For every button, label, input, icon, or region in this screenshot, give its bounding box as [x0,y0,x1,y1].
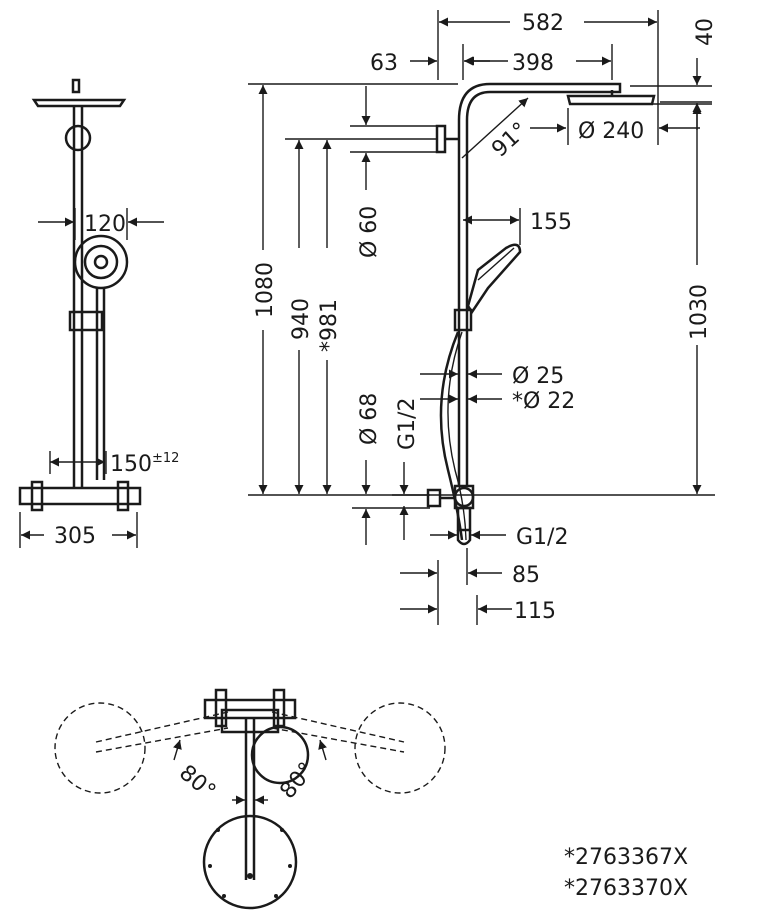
angle-80-left: 80° [174,760,220,804]
dimension-120: 120 [84,212,126,237]
dimension-dia-25: Ø 25 [512,364,564,389]
top-body [220,708,280,734]
side-view: 582 63 398 40 91° Ø 240 155 Ø [248,10,718,625]
angle-80-right: 80° [275,758,319,804]
dimension-155: 155 [530,210,572,235]
dimension-85: 85 [512,563,540,588]
dimension-981: *981 [317,299,342,352]
side-wall-connector [426,488,442,508]
front-hand-shower-outer [73,234,129,290]
top-head-nozzle [280,828,284,832]
note-article-1: *2763367X [564,845,688,870]
label-mask [508,46,576,74]
dimension-1080: 1080 [253,262,278,318]
front-thermostat-knob-left [30,480,44,512]
side-slider [453,308,473,332]
dimension-g12-vertical: G1/2 [395,398,420,450]
dimension-dia-240: Ø 240 [578,119,644,144]
top-view: 80° 80° [54,688,446,910]
side-outlet [456,506,472,532]
top-head-nozzle [288,864,292,868]
side-hand-shower [466,243,522,315]
dimension-305: 305 [54,524,96,549]
top-head-nozzle [222,894,226,898]
top-head-nozzle [208,864,212,868]
front-overhead-shower-head [31,98,127,108]
dimension-dia-22: *Ø 22 [512,389,575,414]
front-thermostat-knob-right [116,480,130,512]
side-overhead-head [566,94,656,106]
dimension-582: 582 [522,11,564,36]
top-head-center [247,873,253,879]
dimension-dia-60: Ø 60 [357,206,382,258]
front-wall-bracket [64,124,92,152]
dimension-150: 150 [110,452,152,477]
angle-arrow [173,739,182,761]
top-thermostat [203,698,297,720]
top-overhead-head [202,814,298,910]
dimension-63: 63 [370,51,398,76]
dimension-angle-91: 91° [487,118,533,163]
side-outlet-elbow [456,530,472,546]
side-hose-inner [447,331,467,541]
front-hand-shower-inner [83,244,119,280]
note-article-2: *2763370X [564,876,688,901]
dimension-40: 40 [693,18,718,46]
angle-arrow [461,97,529,159]
front-view: 120 150 ±12 305 [18,78,179,549]
swing-range-left [54,702,146,794]
dimension-115: 115 [514,599,556,624]
article-notes: *2763367X *2763370X [564,845,688,901]
side-hand-shower-face [477,247,515,281]
dimension-g12: G1/2 [516,525,568,550]
top-head-nozzle [274,894,278,898]
angle-arrow [318,739,327,761]
dimension-tolerance: ±12 [152,451,179,466]
top-head-nozzle [216,828,220,832]
front-overhead-top-knob [71,78,81,94]
side-shower-arm [457,82,622,121]
front-slider [68,310,104,332]
front-thermostat [18,486,142,506]
front-hand-shower-center [93,254,109,270]
top-hand-shower [250,725,310,785]
dimension-1030: 1030 [687,284,712,340]
side-wall-bracket [435,124,447,154]
side-thermostat-knob [453,486,475,508]
swing-range-right [354,702,446,794]
dimension-dia-68: Ø 68 [357,393,382,445]
dimension-940: 940 [289,298,314,340]
dimension-398: 398 [512,51,554,76]
